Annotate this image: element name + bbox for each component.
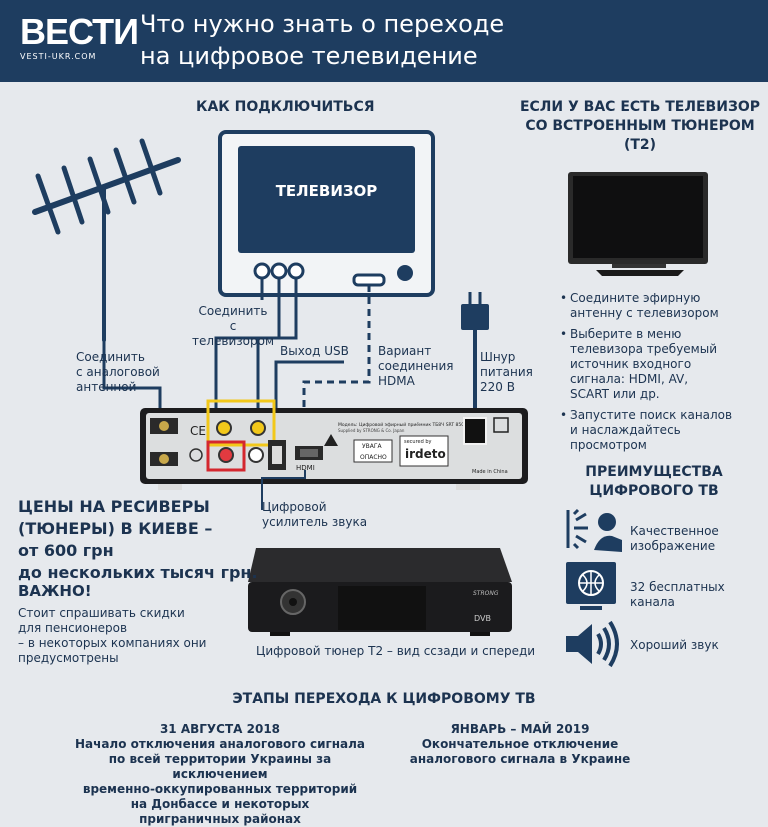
label-connect-antenna: Соединить с аналоговой антенной <box>76 350 160 394</box>
logo-text: ВЕСТИ <box>20 11 139 52</box>
receiver-back-panel: CE HDMI Модель: Цифровой эфирный приёмни… <box>140 399 528 490</box>
connection-diagram: CE HDMI Модель: Цифровой эфирный приёмни… <box>32 130 708 668</box>
label-connect-tv: Соединить с телевизором <box>191 304 275 348</box>
label-usb: Выход USB <box>280 344 349 358</box>
list-item: • Выберите в меню телевизора требуемый и… <box>560 327 718 401</box>
sound-speaker-icon <box>566 620 619 668</box>
builtin-steps-list: • Соедините эфирную антенну с телевизоро… <box>560 291 760 453</box>
logo-url: VESTI-UKR.COM <box>20 52 97 61</box>
prices-block: ЦЕНЫ НА РЕСИВЕРЫ (ТЮНЕРЫ) В КИЕВЕ – от 6… <box>18 497 258 582</box>
panel-irdeto: irdeto <box>405 447 446 461</box>
label-power: Шнур питания 220 В <box>480 350 533 394</box>
quality-image-icon <box>566 508 622 552</box>
tuner-brand: STRONG <box>473 590 499 597</box>
svg-text:CE: CE <box>190 424 206 438</box>
title-line-2: на цифровое телевидение <box>140 42 478 70</box>
page-title: Что нужно знать о переходе на цифровое т… <box>140 8 740 72</box>
stages-heading: ЭТАПЫ ПЕРЕХОДА К ЦИФРОВОМУ ТВ <box>232 691 536 707</box>
label-amplifier: Цифровой усилитель звука <box>262 500 368 529</box>
tv-channels-icon <box>566 562 616 610</box>
tv-outline-icon <box>218 130 435 297</box>
builtin-heading: ЕСЛИ У ВАС ЕСТЬ ТЕЛЕВИЗОР СО ВСТРОЕННЫМ … <box>519 99 761 153</box>
important-note: Стоит спрашивать скидки для пенсионеров … <box>18 606 207 665</box>
tuner-dvb: DVB <box>474 614 491 623</box>
advantages-heading: ПРЕИМУЩЕСТВА ЦИФРОВОГО ТВ <box>585 464 723 499</box>
panel-warn2: ОПАСНО <box>360 454 387 461</box>
list-item: • Соедините эфирную антенну с телевизоро… <box>560 291 719 320</box>
title-line-1: Что нужно знать о переходе <box>140 10 505 38</box>
antenna-icon <box>32 138 181 342</box>
advantage-quality: Качественное изображение <box>630 524 719 553</box>
stage-2-date: ЯНВАРЬ – МАЙ 2019 <box>450 722 590 736</box>
list-item: • Запустите поиск каналов и наслаждайтес… <box>560 408 733 452</box>
vesti-logo[interactable]: ВЕСТИ VESTI-UKR.COM <box>20 11 139 64</box>
connect-heading: КАК ПОДКЛЮЧИТЬСЯ <box>196 99 375 115</box>
panel-model-text: Модель: Цифровой эфирный приёмник ТБ8Ч S… <box>338 421 467 428</box>
advantage-channels: 32 бесплатных канала <box>630 580 725 609</box>
tuner-front-image: STRONG DVB <box>248 548 512 636</box>
stage-2: ЯНВАРЬ – МАЙ 2019 Окончательное отключен… <box>390 722 650 767</box>
stage-1: 31 АВГУСТА 2018 Начало отключения аналог… <box>70 722 370 827</box>
hdmi-logo-text: HDMI <box>296 464 315 472</box>
panel-madein: Made in China <box>472 469 508 475</box>
panel-warn1: УВАГА <box>362 443 383 450</box>
power-plug-icon <box>461 292 489 420</box>
tuner-caption: Цифровой тюнер Т2 – вид ссзади и спереди <box>256 644 536 658</box>
flat-tv-image <box>568 172 708 276</box>
tv-label: ТЕЛЕВИЗОР <box>275 182 378 200</box>
stage-1-date: 31 АВГУСТА 2018 <box>159 722 281 736</box>
header-bar <box>0 0 768 82</box>
panel-supplied-text: Supplied by STRONG & Co. Japan <box>338 428 405 433</box>
panel-secured: secured by <box>404 439 432 445</box>
advantage-sound: Хороший звук <box>630 638 719 652</box>
important-heading: ВАЖНО! <box>18 582 92 600</box>
label-hdmi-variant: Вариант соединения HDMA <box>378 344 454 388</box>
